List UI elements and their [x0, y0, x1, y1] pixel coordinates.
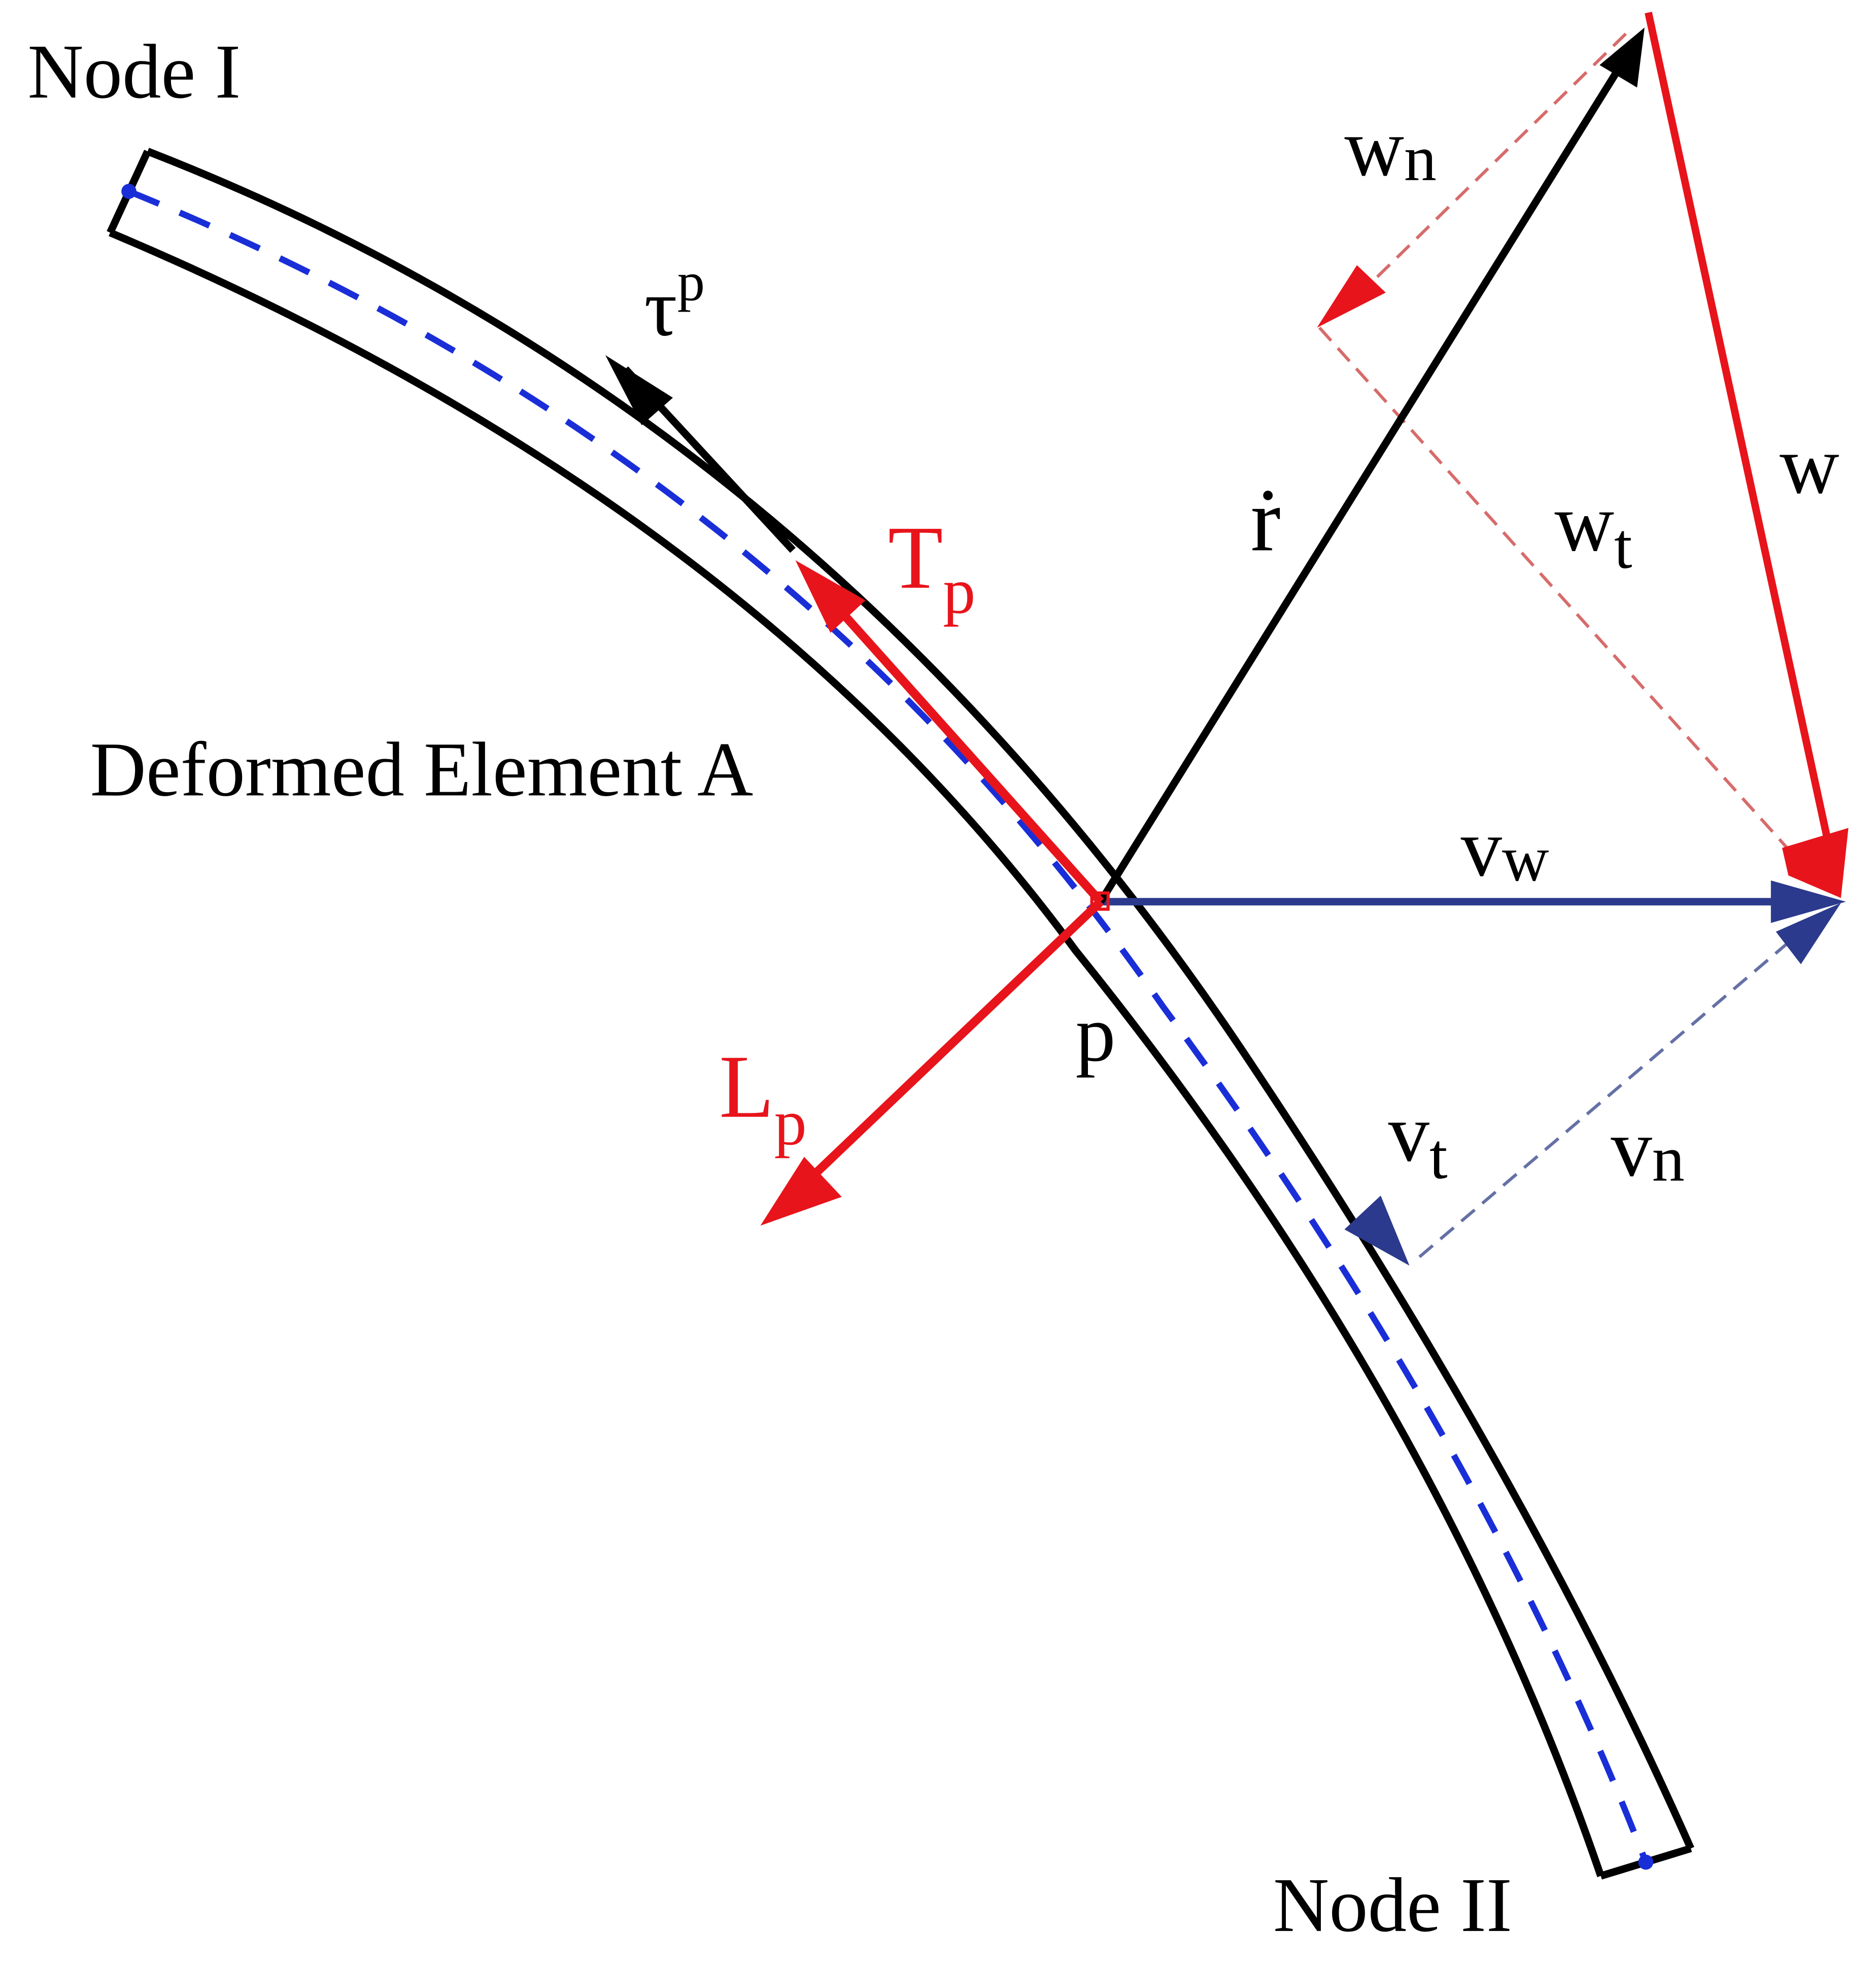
wt-symbol: w	[1554, 477, 1614, 568]
lp-line	[803, 898, 1104, 1185]
v-components	[1344, 903, 1841, 1266]
lp-symbol: L	[719, 1037, 774, 1137]
vn-label: vn	[1611, 1103, 1684, 1195]
vw-arrowhead	[1770, 880, 1846, 923]
vw-symbol: v	[1461, 802, 1503, 894]
lp-vector	[760, 898, 1104, 1226]
element-label: Deformed Element A	[90, 727, 754, 812]
tau-superscript: p	[677, 251, 705, 312]
lp-arrowhead	[760, 1157, 842, 1226]
deformed-element-body	[107, 148, 1694, 1880]
w-line	[1645, 12, 1831, 839]
vn-arrowhead	[1776, 903, 1841, 965]
wt-subscript: t	[1614, 510, 1632, 582]
wn-arrowhead	[1317, 265, 1386, 328]
lp-label: Lp	[719, 1037, 806, 1159]
wn-label: wn	[1344, 102, 1437, 194]
tp-arrowhead	[795, 560, 866, 633]
element-centerline	[127, 188, 1649, 1863]
tau-arrowhead	[605, 355, 673, 425]
vt-label: vt	[1388, 1088, 1448, 1193]
vt-arrowhead	[1344, 1196, 1410, 1266]
wn-symbol: w	[1344, 102, 1404, 193]
tau-label: τp	[644, 251, 705, 353]
r-dot-line	[1097, 69, 1620, 904]
tau-symbol: τ	[644, 262, 677, 353]
point-p-marker	[1090, 891, 1110, 911]
tp-subscript: p	[943, 555, 975, 627]
node-2-label: Node II	[1273, 1862, 1512, 1948]
w-arrowhead	[1782, 828, 1849, 898]
node-1-point	[121, 184, 137, 199]
tp-line	[822, 591, 1104, 905]
node-2-point	[1638, 1854, 1654, 1870]
w-label: w	[1780, 420, 1839, 511]
vt-subscript: t	[1429, 1120, 1448, 1193]
r-dot-arrowhead	[1599, 27, 1645, 88]
vn-subscript: n	[1652, 1123, 1685, 1195]
node-1-label: Node I	[27, 29, 241, 115]
tp-label: Tp	[888, 508, 975, 627]
vw-label: vw	[1461, 802, 1549, 895]
element-lower-edge	[109, 229, 1605, 1878]
w-vector	[1645, 12, 1849, 898]
vw-vector	[1100, 880, 1846, 923]
vn-symbol: v	[1611, 1103, 1652, 1194]
element-upper-edge	[146, 148, 1694, 1850]
wt-label: wt	[1554, 477, 1632, 582]
wn-subscript: n	[1404, 122, 1437, 194]
tau-vector	[605, 355, 796, 553]
wt-dashed-line	[1318, 326, 1800, 862]
tp-vector	[795, 560, 1104, 905]
point-p-label: p	[1076, 990, 1116, 1078]
lp-subscript: p	[774, 1086, 807, 1159]
r-dot-label: ṙ	[1251, 470, 1281, 570]
tp-symbol: T	[888, 508, 943, 607]
wn-dashed-line	[1339, 32, 1627, 314]
vw-subscript: w	[1502, 823, 1549, 895]
r-dot-vector	[1097, 27, 1645, 904]
vt-symbol: v	[1388, 1088, 1430, 1179]
vn-dashed-line	[1418, 924, 1810, 1259]
